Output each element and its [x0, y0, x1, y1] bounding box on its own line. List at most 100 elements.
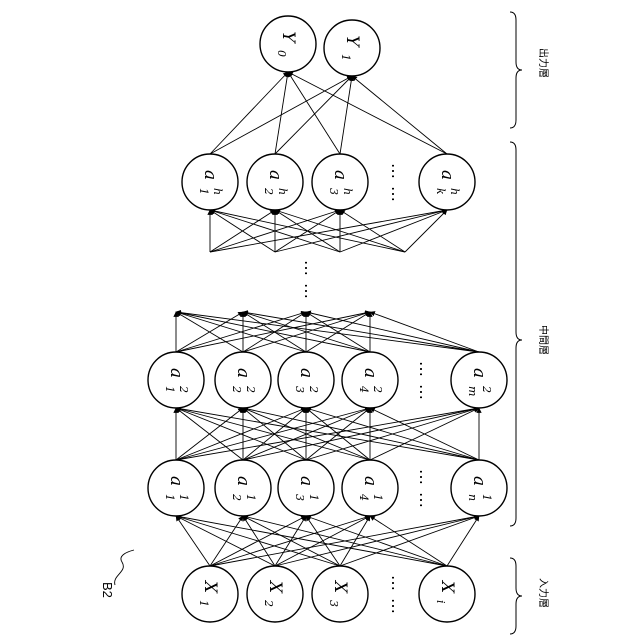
neuron-subscript: m: [466, 386, 479, 396]
edge-input-to-hidden1: [176, 516, 210, 566]
output-layer-brace: [510, 12, 522, 128]
input-layer-brace: [510, 558, 522, 634]
neuron-input-1: X2: [247, 566, 303, 622]
neuron-symbol: a: [469, 476, 489, 486]
neuron-hidden_top-2: a h3: [312, 154, 368, 210]
neuron-symbol: a: [265, 170, 285, 180]
figure-reference: B2: [100, 550, 134, 598]
neuron-circle: [148, 460, 204, 516]
neuron-input-3: Xi: [419, 566, 475, 622]
neuron-circle: [215, 352, 271, 408]
neuron-superscript: 1: [480, 494, 493, 501]
neuron-subscript: i: [434, 600, 447, 604]
neuron-circle: [278, 352, 334, 408]
hidden-layer-label: 中間層: [537, 325, 550, 355]
edge-hidden-top-to-output: [288, 72, 340, 154]
neuron-circle: [182, 566, 238, 622]
neuron-subscript: 3: [293, 386, 306, 393]
neuron-circle: [342, 352, 398, 408]
neuron-superscript: h: [448, 188, 461, 195]
neuron-subscript: 2: [230, 385, 243, 393]
neuron-hidden_top-0: ah1: [182, 154, 238, 210]
neuron-symbol: a: [233, 476, 253, 486]
neuron-symbol: a: [166, 476, 186, 486]
edge-input-to-hidden1: [275, 516, 306, 566]
neuron-subscript: 2: [230, 493, 243, 501]
edge-hidden2-upward: [306, 312, 479, 352]
neuron-circle: [148, 352, 204, 408]
edge-hidden2-upward: [370, 312, 479, 352]
neuron-subscript: 4: [357, 493, 370, 501]
neuron-output-0: Y0: [260, 16, 316, 72]
edge-input-to-hidden1: [176, 516, 275, 566]
neuron-hidden_2-4: a2m: [451, 352, 507, 408]
neuron-hidden_1-3: a 14: [342, 460, 398, 516]
neuron-superscript: 1: [244, 494, 257, 501]
edge-into-hidden-top: [275, 210, 447, 252]
neuron-superscript: 2: [177, 385, 190, 393]
neuron-circle: [260, 16, 316, 72]
neuron-symbol: a: [437, 170, 457, 180]
neuron-hidden_1-1: a 12: [215, 460, 271, 516]
neuron-hidden_2-2: a23: [278, 352, 334, 408]
neuron-circle: [247, 566, 303, 622]
neuron-circle: [451, 352, 507, 408]
neuron-input-0: X1: [182, 566, 238, 622]
output-layer-label: 出力層: [537, 48, 550, 78]
neuron-superscript: h: [341, 188, 354, 195]
neuron-superscript: 2: [480, 385, 493, 393]
neuron-superscript: h: [211, 188, 224, 195]
neuron-subscript: 3: [327, 188, 340, 195]
neuron-symbol: X: [265, 579, 285, 594]
neuron-circle: [247, 154, 303, 210]
neuron-symbol: X: [330, 579, 350, 594]
edge-hidden-top-to-output: [210, 72, 288, 154]
neuron-subscript: n: [466, 494, 479, 501]
neuron-symbol: a: [360, 476, 380, 486]
neuron-subscript: k: [434, 188, 447, 195]
layer-braces: [510, 12, 522, 634]
neuron-superscript: 2: [244, 385, 257, 393]
neuron-circle: [312, 566, 368, 622]
ellipsis-input: … …: [388, 575, 407, 615]
neuron-hidden_1-0: a11: [148, 460, 204, 516]
neuron-symbol: Y: [278, 31, 298, 44]
edge-input-to-hidden1: [447, 516, 479, 566]
edge-hidden-top-to-output: [275, 72, 288, 154]
neuron-output-1: Y1: [324, 20, 380, 76]
neuron-circle: [342, 460, 398, 516]
neuron-hidden_2-0: a21: [148, 352, 204, 408]
neuron-circle: [182, 154, 238, 210]
neuron-superscript: 1: [371, 494, 384, 501]
neuron-subscript: 3: [293, 494, 306, 501]
hidden-layer-brace: [510, 142, 522, 526]
neuron-subscript: 2: [262, 187, 275, 195]
neuron-subscript: 0: [275, 50, 288, 57]
edge-hidden-top-to-output: [275, 76, 352, 154]
neuron-superscript: 2: [371, 385, 384, 393]
neuron-subscript: 4: [357, 385, 370, 393]
neuron-hidden_2-1: a 22: [215, 352, 271, 408]
edge-hidden-top-to-output: [340, 76, 352, 154]
ellipsis-hidden-2: … …: [416, 361, 435, 401]
figure-label-leader: [115, 550, 134, 585]
neuron-symbol: a: [296, 476, 316, 486]
figure-label: B2: [100, 582, 115, 598]
edge-hidden2-upward: [176, 312, 479, 352]
neuron-symbol: a: [166, 368, 186, 378]
edge-hidden-top-to-output: [352, 76, 447, 154]
ellipsis-hidden-top: … …: [388, 163, 407, 203]
ellipsis-between-layers: … …: [301, 260, 320, 300]
neuron-subscript: 3: [327, 600, 340, 607]
neuron-subscript: 1: [163, 494, 176, 501]
neuron-symbol: X: [200, 579, 220, 594]
edge-input-to-hidden1: [306, 516, 447, 566]
neuron-symbol: a: [296, 368, 316, 378]
neuron-symbol: a: [233, 368, 253, 378]
neuron-symbol: X: [437, 579, 457, 594]
neuron-symbol: Y: [342, 35, 362, 48]
neuron-circle: [419, 566, 475, 622]
edge-input-to-hidden1: [340, 516, 479, 566]
ellipsis-hidden-1: … …: [416, 469, 435, 509]
neuron-symbol: a: [330, 170, 350, 180]
